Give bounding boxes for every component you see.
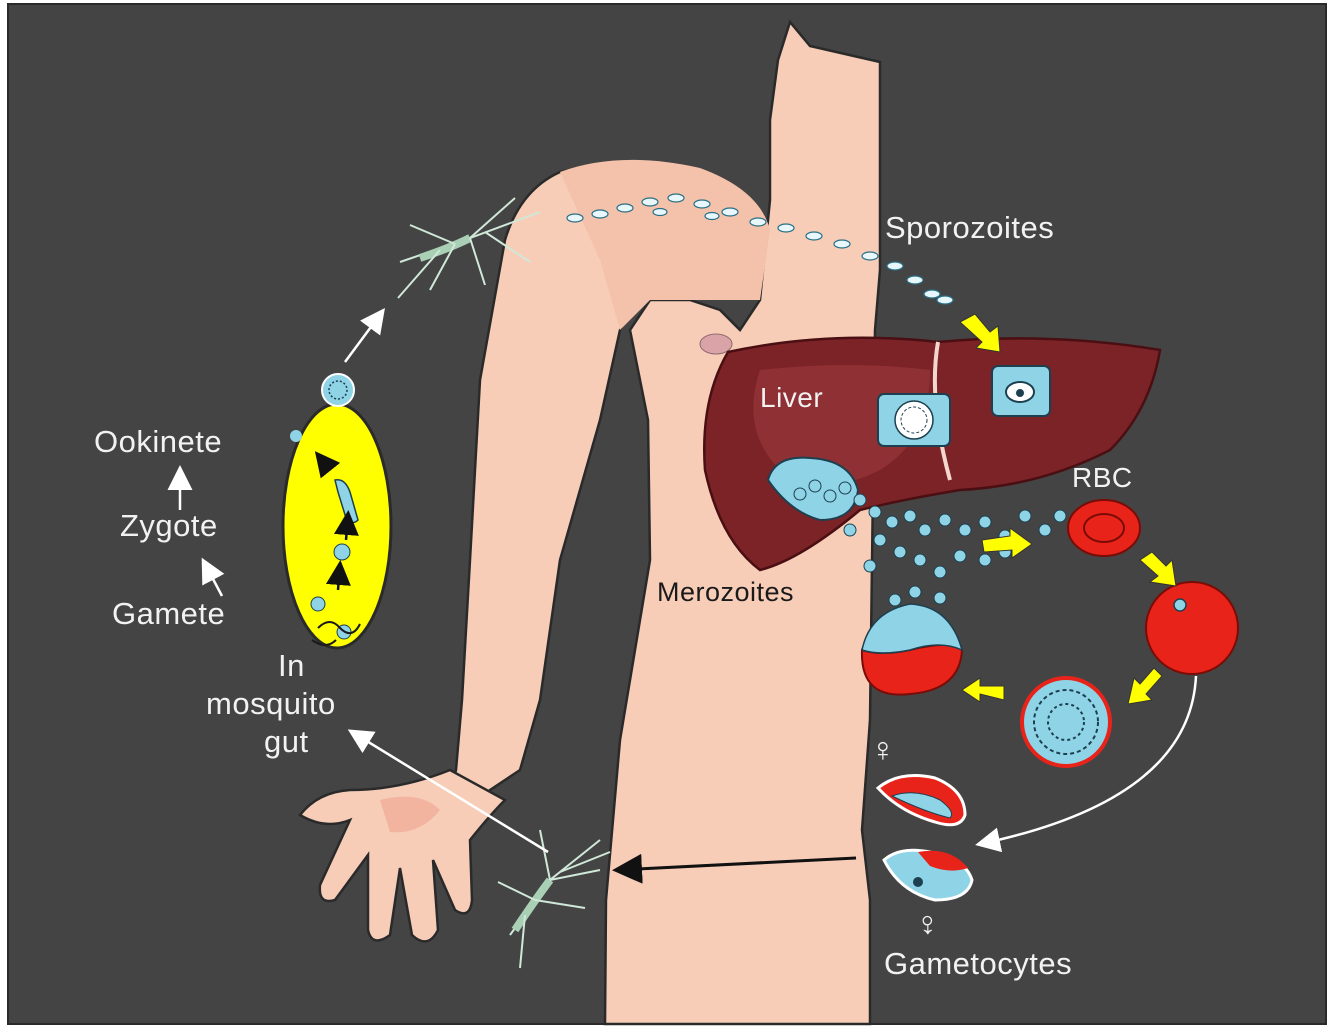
label-gamete: Gamete	[112, 596, 225, 632]
label-gametocytes: Gametocytes	[884, 946, 1072, 982]
oocyst	[322, 374, 354, 406]
label-merozoites: Merozoites	[657, 574, 794, 610]
label-ookinete: Ookinete	[94, 424, 222, 460]
female-symbol: ♀	[870, 732, 896, 768]
label-sporozoites: Sporozoites	[885, 210, 1054, 246]
label-rbc: RBC	[1072, 460, 1133, 496]
rbc-ring-stage	[1146, 582, 1238, 674]
label-liver: Liver	[760, 380, 823, 416]
label-gut: gut	[264, 724, 309, 760]
label-mosquito: mosquito	[206, 686, 336, 722]
rbc-schizont	[1022, 678, 1110, 766]
male-gametocyte-center	[913, 877, 923, 887]
parasite-nucleus	[1016, 389, 1024, 397]
label-in: In	[278, 648, 305, 684]
gamete-in-gut	[311, 597, 325, 611]
zygote-in-gut	[334, 544, 350, 560]
ookinete-dot	[290, 430, 302, 442]
ring-parasite	[1174, 599, 1186, 611]
label-zygote: Zygote	[120, 508, 218, 544]
rbc-uninfected	[1068, 500, 1140, 556]
